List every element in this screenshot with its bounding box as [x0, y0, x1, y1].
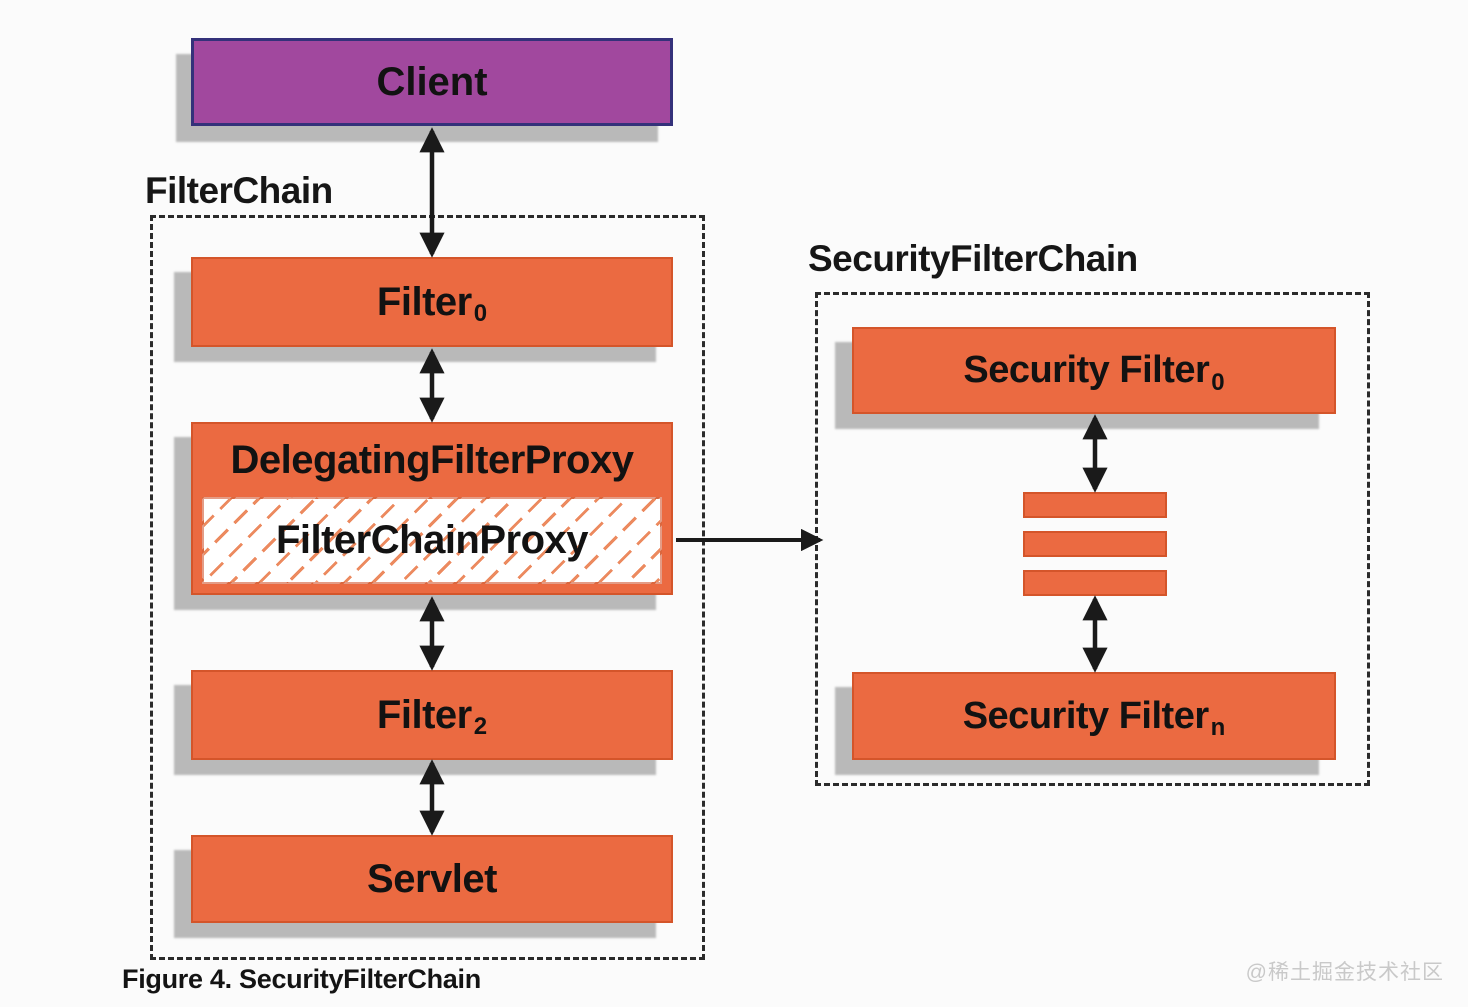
security-filtern-subscript: n: [1210, 714, 1226, 741]
filter0-label: Filter: [376, 279, 472, 324]
securityfilterchain-label: SecurityFilterChain: [808, 238, 1138, 279]
filterchain-label: FilterChain: [145, 170, 333, 211]
security-filter0-label: Security Filter: [963, 349, 1210, 391]
ellipsis-bar-1: [1023, 492, 1167, 518]
client-label: Client: [376, 59, 488, 104]
figure-caption: Figure 4. SecurityFilterChain: [122, 964, 481, 994]
ellipsis-bar-2: [1023, 531, 1167, 557]
filter-chain-proxy-label: FilterChainProxy: [275, 518, 589, 562]
delegating-filter-proxy-box: DelegatingFilterProxy FilterChainProxy: [191, 422, 673, 595]
filter-chain-proxy-box: FilterChainProxy: [202, 497, 662, 584]
ellipsis-bar-3: [1023, 570, 1167, 596]
delegating-filter-proxy-label: DelegatingFilterProxy: [230, 438, 634, 482]
watermark: @稀土掘金技术社区: [1245, 961, 1444, 984]
filter2-subscript: 2: [473, 713, 488, 740]
security-filtern-label: Security Filter: [962, 694, 1209, 737]
filter2-label: Filter: [376, 692, 472, 737]
servlet-box: Servlet: [191, 835, 673, 923]
filter0-subscript: 0: [473, 300, 488, 327]
client-box: Client: [191, 38, 673, 126]
security-filter0-subscript: 0: [1211, 368, 1225, 396]
servlet-label: Servlet: [367, 856, 497, 901]
